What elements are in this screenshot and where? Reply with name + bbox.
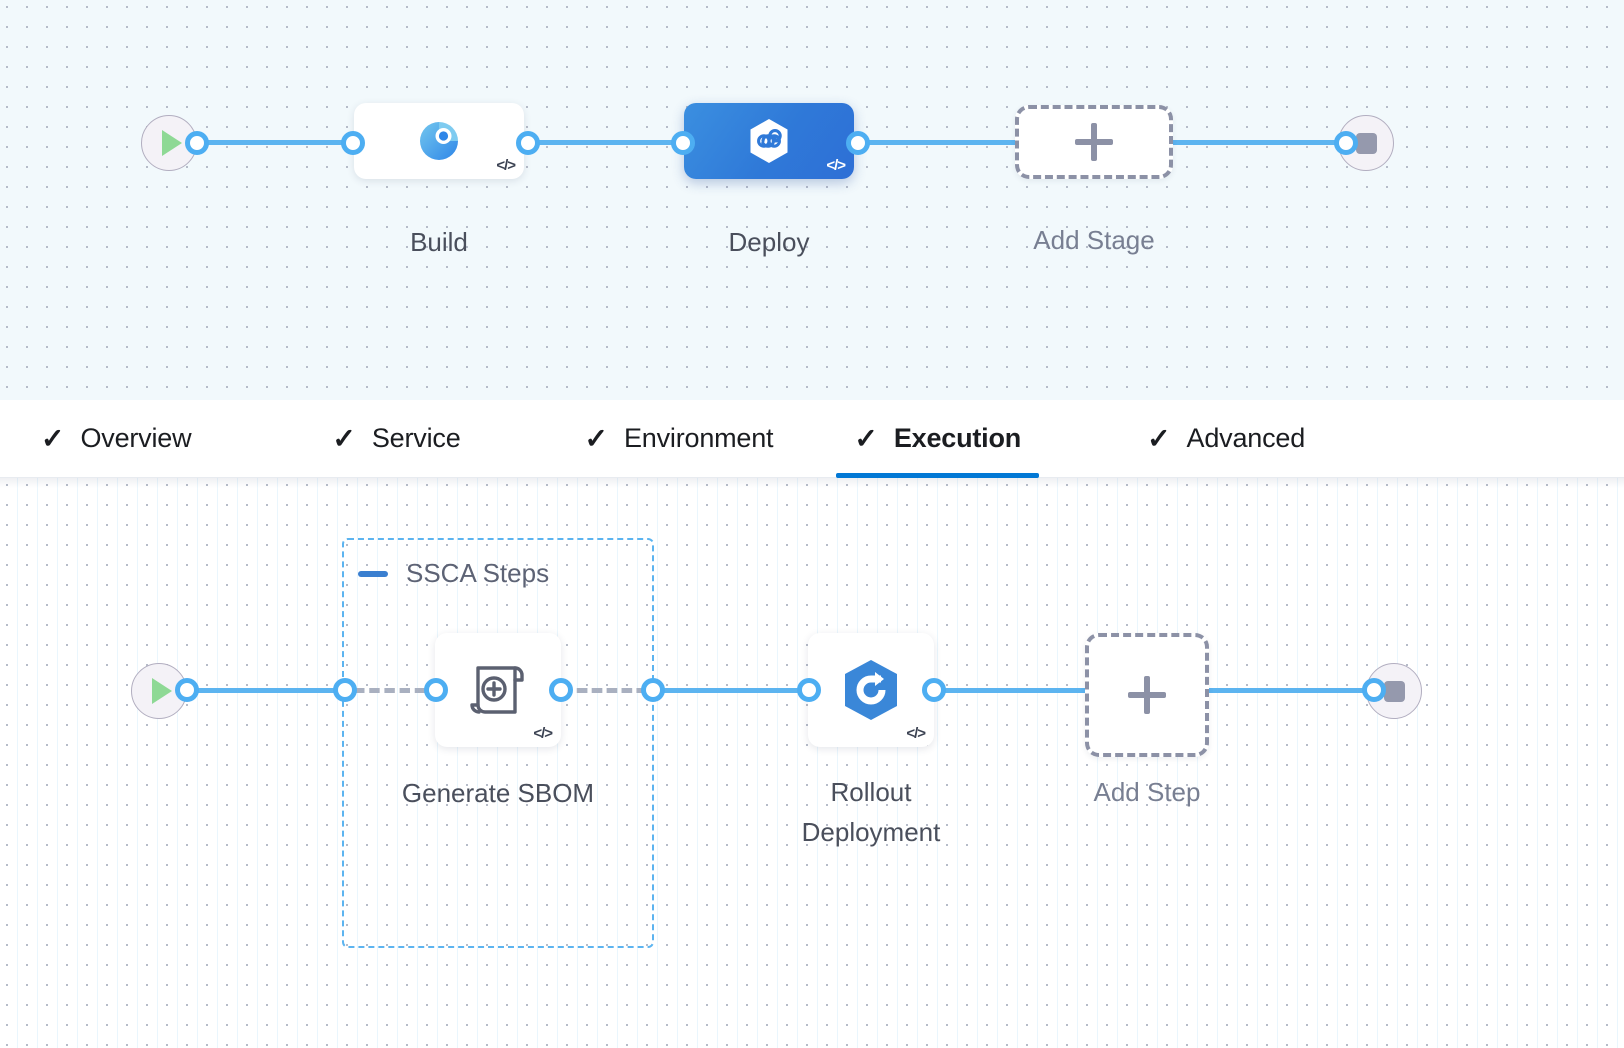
scroll-plus-icon [470,666,524,714]
step-group-ssca[interactable] [342,538,654,948]
add-stage-label: Add Stage [1033,225,1155,255]
tab-advanced[interactable]: ✓ Advanced [1129,400,1323,478]
step-label-rollout-deployment: Rollout Deployment [801,777,941,848]
wire-start-to-build [186,140,362,145]
plus-icon [1075,123,1113,161]
port-start-out[interactable] [185,131,209,155]
stage-tabbar: ✓ Overview ✓ Service ✓ Environment ✓ Exe… [0,400,1624,478]
rollout-hexagon-icon [845,660,897,720]
port-sbom-out[interactable] [549,678,573,702]
check-icon: ✓ [1147,422,1171,454]
stage-label-build: Build [410,227,468,257]
check-icon: ✓ [584,422,608,454]
port-build-in[interactable] [341,131,365,155]
play-icon [161,130,182,156]
code-badge-icon: </> [826,157,846,174]
port-sbom-in[interactable] [424,678,448,702]
stop-icon [1383,680,1405,702]
wire-rollout-to-addstep [928,688,1108,693]
port-exec-start-out[interactable] [175,678,199,702]
wire-deploy-to-addstage [845,140,1025,145]
deploy-hexagon-icon [750,119,788,163]
code-badge-icon: </> [496,157,516,174]
tab-service[interactable]: ✓ Service [314,400,478,478]
minus-icon[interactable] [358,570,388,577]
port-deploy-out[interactable] [846,131,870,155]
port-end-in[interactable] [1334,131,1358,155]
port-exec-end-in[interactable] [1362,678,1386,702]
check-icon: ✓ [41,422,65,454]
build-pie-icon [420,122,458,160]
step-card-rollout-deployment[interactable]: </> [808,633,934,747]
wire-build-to-deploy [525,140,700,145]
tab-environment[interactable]: ✓ Environment [567,400,792,478]
check-icon: ✓ [332,422,356,454]
add-stage-button[interactable] [1015,105,1173,179]
execution-canvas[interactable]: SSCA Steps [0,478,1624,1048]
port-build-out[interactable] [516,131,540,155]
tab-label-overview: Overview [80,423,192,453]
port-deploy-in[interactable] [671,131,695,155]
pipeline-start-node[interactable] [141,115,197,171]
stage-card-deploy[interactable]: </> [684,103,854,179]
add-step-button[interactable] [1085,633,1209,757]
port-rollout-in[interactable] [797,678,821,702]
step-group-title: SSCA Steps [406,558,550,588]
wire-group-to-rollout [652,688,824,693]
wire-sbom-to-group-out [560,688,656,693]
tab-label-environment: Environment [623,423,774,453]
port-rollout-out[interactable] [922,678,946,702]
step-label-generate-sbom: Generate SBOM [401,778,595,808]
tab-label-execution: Execution [893,423,1022,453]
tab-label-service: Service [371,423,461,453]
plus-icon [1128,676,1166,714]
tab-label-advanced: Advanced [1186,423,1306,453]
tab-execution[interactable]: ✓ Execution [836,400,1039,478]
add-step-label: Add Step [1093,777,1201,807]
stage-label-deploy: Deploy [728,227,810,257]
step-group-header-ssca[interactable]: SSCA Steps [358,558,549,589]
port-group-out[interactable] [641,678,665,702]
wire-group-in-to-sbom [352,688,442,693]
step-card-generate-sbom[interactable]: </> [435,633,561,747]
code-badge-icon: </> [906,725,926,742]
play-icon [151,678,172,704]
check-icon: ✓ [854,422,878,454]
wire-addstage-to-end [1160,140,1360,145]
tab-overview[interactable]: ✓ Overview [23,400,209,478]
wire-start-to-group [176,688,352,693]
stop-icon [1355,132,1377,154]
code-badge-icon: </> [533,725,553,742]
stage-card-build[interactable]: </> [354,103,524,179]
wire-addstep-to-end [1205,688,1385,693]
stage-canvas[interactable]: </> Build </> Deploy Add Stage [0,0,1624,412]
port-group-in[interactable] [333,678,357,702]
